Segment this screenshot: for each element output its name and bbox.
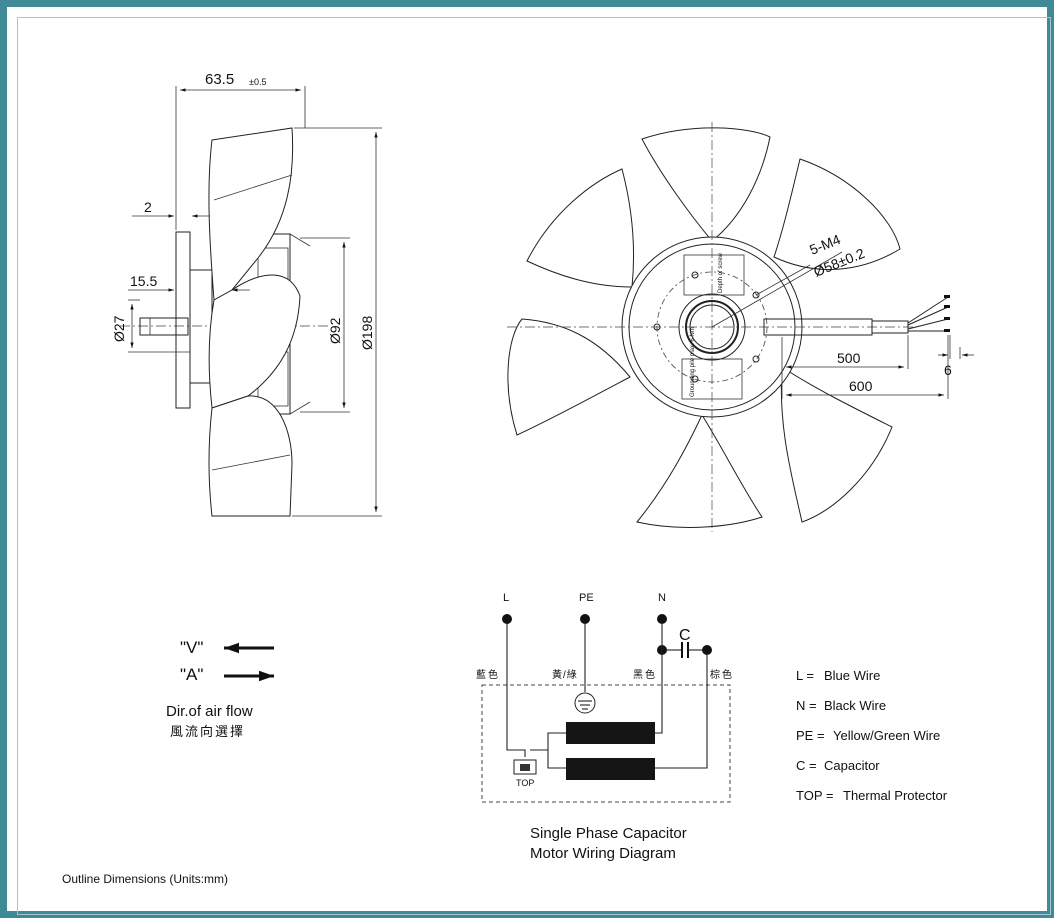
dim-2: 2 bbox=[144, 199, 152, 215]
blade-side-2 bbox=[208, 274, 301, 409]
airflow-section: "V" "A" Dir.of air flow 風流向選擇 bbox=[166, 638, 274, 739]
coil-main bbox=[566, 722, 655, 744]
front-view: Depth of screw Grounding pile max. 6 Nm … bbox=[507, 122, 974, 532]
wiring-caption-2: Motor Wiring Diagram bbox=[530, 845, 676, 862]
wiring-diagram: L PE N C 藍色 黃/綠 黑色 棕色 bbox=[476, 592, 734, 862]
terminal-PE: PE bbox=[579, 592, 594, 604]
terminal-L-dot bbox=[502, 614, 512, 624]
motor-flange bbox=[189, 269, 213, 384]
dim-motor: Ø92 bbox=[327, 317, 343, 344]
blade-front-6 bbox=[526, 168, 635, 288]
label-depth: Depth of screw bbox=[718, 252, 724, 293]
airflow-a-label: "A" bbox=[180, 665, 203, 684]
legend-desc-c: Capacitor bbox=[824, 758, 880, 773]
dim-shaft: Ø27 bbox=[111, 315, 127, 342]
blade-front-1 bbox=[641, 127, 771, 242]
legend-desc-l: Blue Wire bbox=[824, 668, 880, 683]
legend-desc-n: Black Wire bbox=[824, 698, 886, 713]
blade-front-4 bbox=[636, 413, 763, 528]
top-label: TOP bbox=[516, 778, 534, 788]
legend-key-n: N = bbox=[796, 698, 817, 713]
page-frame-inner bbox=[17, 17, 1051, 915]
dim-width-tolerance: ±0.5 bbox=[249, 77, 266, 87]
terminal-PE-dot bbox=[580, 614, 590, 624]
terminal-L: L bbox=[503, 592, 509, 604]
dim-fan: Ø198 bbox=[359, 316, 375, 350]
color-yellow-green: 黃/綠 bbox=[552, 668, 578, 681]
color-blue: 藍色 bbox=[476, 668, 500, 681]
terminal-N-dot bbox=[657, 614, 667, 624]
legend-desc-top: Thermal Protector bbox=[843, 788, 948, 803]
airflow-title-cn: 風流向選擇 bbox=[170, 724, 245, 739]
blade-side-3 bbox=[208, 395, 293, 517]
legend-key-pe: PE = bbox=[796, 728, 825, 743]
legend-key-c: C = bbox=[796, 758, 817, 773]
blade-front-3 bbox=[780, 366, 893, 523]
dim-15-5: 15.5 bbox=[130, 273, 157, 289]
legend-desc-pe: Yellow/Green Wire bbox=[833, 728, 940, 743]
airflow-title: Dir.of air flow bbox=[166, 703, 253, 720]
legend-key-l: L = bbox=[796, 668, 814, 683]
dim-600: 600 bbox=[849, 378, 873, 394]
dim-6: 6 bbox=[944, 362, 952, 378]
terminal-N: N bbox=[658, 592, 666, 604]
blade-front-5 bbox=[507, 318, 631, 436]
side-view: 63.5 ±0.5 2 15.5 Ø27 Ø92 Ø198 bbox=[111, 71, 382, 517]
label-earth: Grounding pile max. 6 Nm bbox=[690, 327, 696, 397]
capacitor-label: C bbox=[679, 627, 691, 644]
blade-front-2 bbox=[773, 158, 901, 270]
earth-symbol bbox=[574, 692, 596, 714]
coil-aux bbox=[566, 758, 655, 780]
dim-500: 500 bbox=[837, 350, 861, 366]
wiring-caption-1: Single Phase Capacitor bbox=[530, 825, 687, 842]
color-black: 黑色 bbox=[633, 668, 657, 681]
blade-side-1 bbox=[208, 127, 294, 301]
wire-legend: L = Blue Wire N = Black Wire PE = Yellow/Gree… bbox=[796, 668, 948, 803]
airflow-v-label: "V" bbox=[180, 638, 203, 657]
color-brown: 棕色 bbox=[710, 668, 734, 681]
dim-width: 63.5 bbox=[205, 71, 234, 88]
legend-key-top: TOP = bbox=[796, 788, 833, 803]
shaft bbox=[139, 317, 189, 336]
footer-note: Outline Dimensions (Units:mm) bbox=[62, 872, 228, 886]
